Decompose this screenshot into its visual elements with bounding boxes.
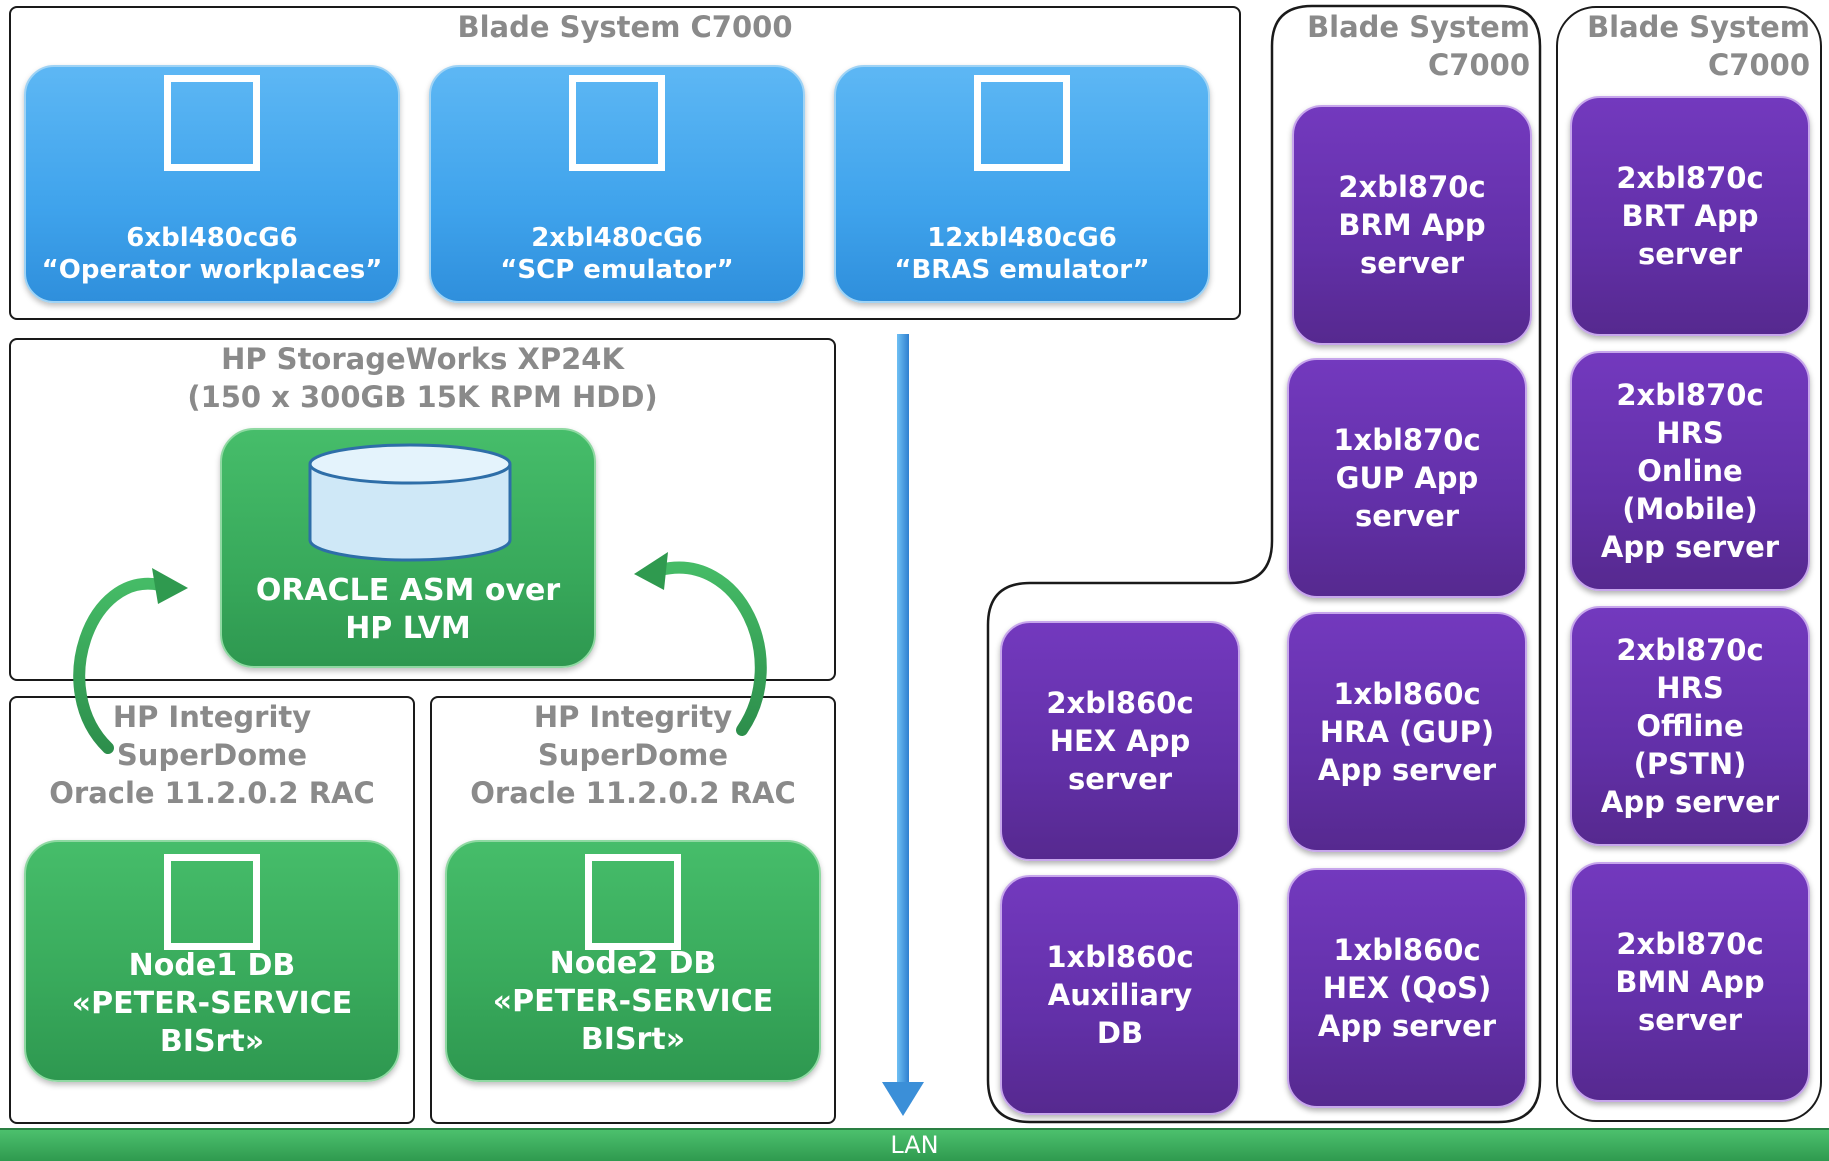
storageworks-title-line1: HP StorageWorks XP24K	[221, 342, 624, 376]
gup-app-server-box: 1xbl870c GUP App server	[1287, 358, 1527, 598]
left-curved-arrow	[73, 568, 188, 754]
hex-app-server-box: 2xbl860c HEX App server	[1000, 621, 1240, 861]
blade-system-mid-title: Blade System C7000	[1307, 10, 1530, 82]
node2-db-box: Node2 DB «PETER-SERVICE BISrt»	[445, 840, 821, 1082]
blade-system-right-frame	[1556, 6, 1822, 1122]
lan-label: LAN	[890, 1131, 939, 1159]
hrs-offline-app-server-box: 2xbl870c HRS Offline (PSTN) App server	[1570, 606, 1810, 846]
blade-system-main-title: Blade System C7000	[457, 10, 793, 44]
box-line1: 2xbl480cG6	[531, 223, 703, 253]
box-line2: “Operator workplaces”	[41, 255, 383, 285]
superdome-title-1: HP Integrity SuperDome Oracle 11.2.0.2 R…	[49, 700, 375, 810]
server-icon	[164, 75, 260, 171]
database-cylinder-icon	[308, 443, 512, 562]
hex-qos-app-server-box: 1xbl860c HEX (QoS) App server	[1287, 868, 1527, 1108]
brt-app-server-box: 2xbl870c BRT App server	[1570, 96, 1810, 336]
operator-workplaces-box: 6xbl480cG6 “Operator workplaces”	[24, 65, 400, 303]
blade-system-right-title: Blade System C7000	[1587, 10, 1810, 82]
node1-db-label: Node1 DB «PETER-SERVICE BISrt»	[71, 948, 353, 1059]
lan-bar: LAN	[0, 1128, 1829, 1161]
bras-emulator-box: 12xbl480cG6 “BRAS emulator”	[834, 65, 1210, 303]
scp-emulator-box: 2xbl480cG6 “SCP emulator”	[429, 65, 805, 303]
box-line2: “BRAS emulator”	[894, 255, 1150, 285]
hrs-online-app-server-box: 2xbl870c HRS Online (Mobile) App server	[1570, 351, 1810, 591]
server-icon	[585, 854, 681, 950]
auxiliary-db-box: 1xbl860c Auxiliary DB	[1000, 875, 1240, 1115]
box-line1: 6xbl480cG6	[126, 223, 298, 253]
server-icon	[974, 75, 1070, 171]
server-icon	[569, 75, 665, 171]
right-curved-arrow	[634, 552, 767, 736]
node2-db-label: Node2 DB «PETER-SERVICE BISrt»	[492, 946, 774, 1057]
storageworks-title-line2: (150 x 300GB 15K RPM HDD)	[187, 380, 658, 414]
box-line2: “SCP emulator”	[500, 255, 734, 285]
lan-down-arrow	[882, 334, 924, 1116]
brm-app-server-box: 2xbl870c BRM App server	[1292, 105, 1532, 345]
superdome-title-2: HP Integrity SuperDome Oracle 11.2.0.2 R…	[470, 700, 796, 810]
bmn-app-server-box: 2xbl870c BMN App server	[1570, 862, 1810, 1102]
storageworks-title: HP StorageWorks XP24K (150 x 300GB 15K R…	[9, 340, 836, 416]
oracle-asm-box: ORACLE ASM over HP LVM	[220, 428, 596, 668]
box-line1: 12xbl480cG6	[927, 223, 1117, 253]
node1-db-box: Node1 DB «PETER-SERVICE BISrt»	[24, 840, 400, 1082]
hra-gup-app-server-box: 1xbl860c HRA (GUP) App server	[1287, 612, 1527, 852]
oracle-asm-label: ORACLE ASM over HP LVM	[255, 573, 561, 646]
server-icon	[164, 854, 260, 950]
